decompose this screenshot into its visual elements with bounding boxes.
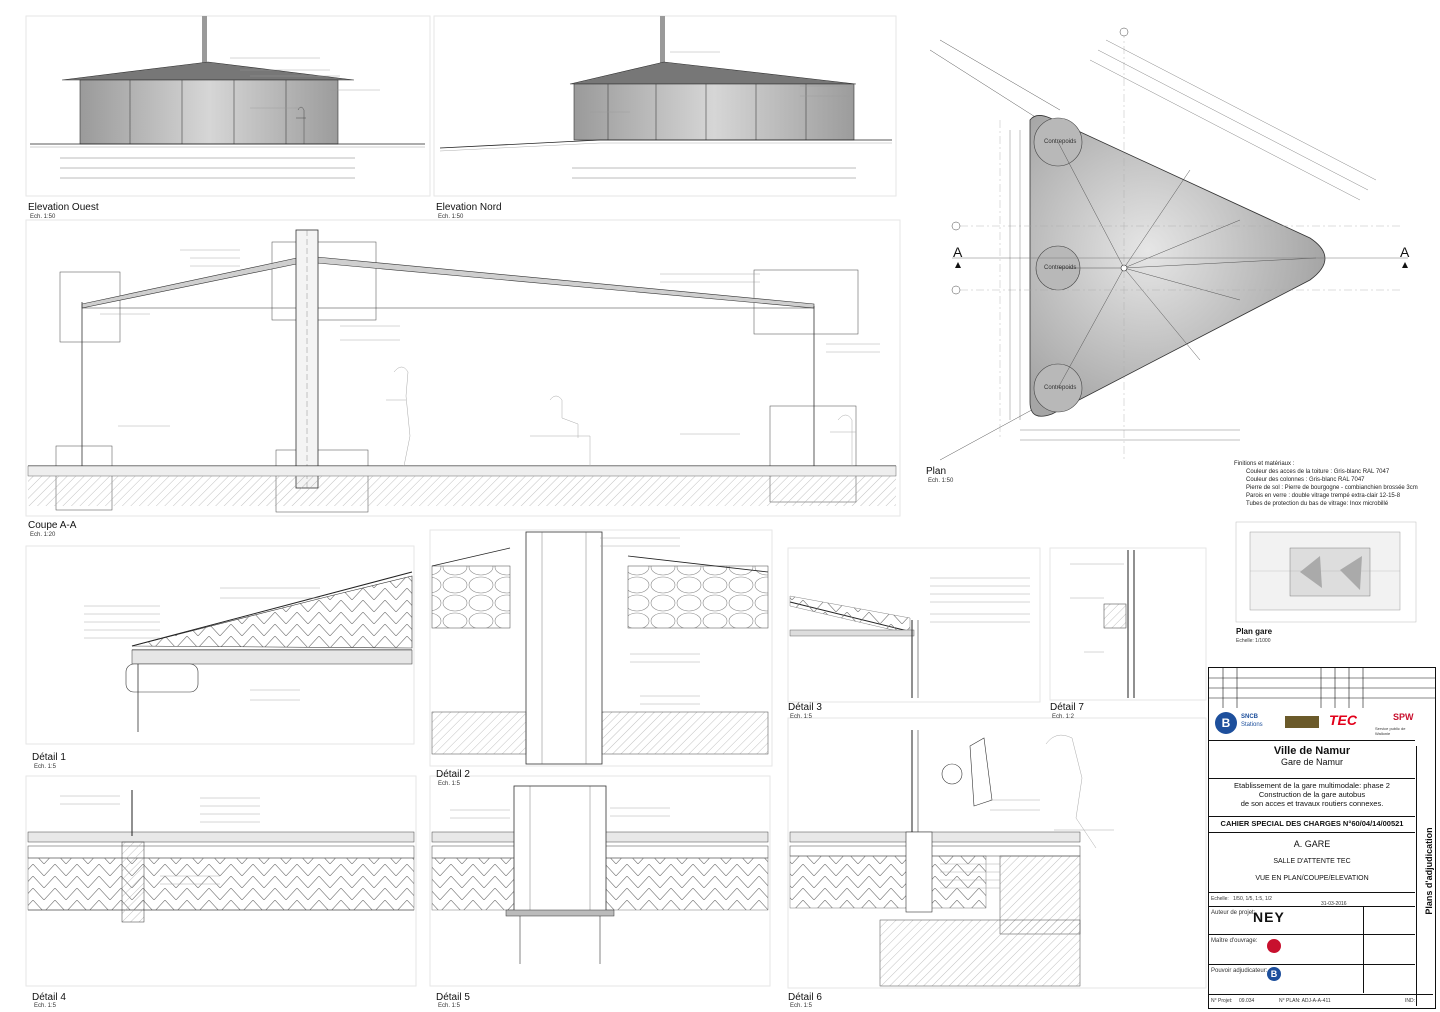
project-line: Construction de la gare autobus [1258,790,1366,799]
plan-title: Plan [926,466,947,477]
ney-logo: NEY [1253,909,1285,925]
detail-7-title: Détail 7 [1050,702,1084,713]
detail-5-title: Détail 5 [436,992,470,1003]
elevation-nord-drawing [433,15,897,197]
plan-gare-scale: Echelle: 1/1000 [1236,638,1271,644]
project-line: de son acces et travaux routiers connexe… [1240,799,1384,808]
materials-item: Tubes de protection du bas de vitrage: I… [1246,501,1389,507]
pouvoir-logo-icon: B [1267,967,1281,981]
detail-3-title: Détail 3 [788,702,822,713]
echelle-value: 1/50, 1/5, 1:5, 1/2 [1233,896,1272,902]
stations-label: Stations [1241,722,1263,728]
detail-6-title: Détail 6 [788,992,822,1003]
sncb-logo-icon: B [1215,712,1237,734]
materials-item: Parois en verre : double vitrage trempé … [1246,493,1401,499]
echelle-label: Echelle: [1211,896,1229,902]
projet-label: N° Projet: [1211,998,1233,1004]
detail-7-drawing [1049,547,1207,701]
materials-heading: Finitions et matériaux : [1234,461,1295,467]
detail-3-scale: Ech. 1:5 [790,714,813,720]
materials-item: Pierre de sol : Pierre de bourgogne - co… [1246,485,1418,491]
date-value: 31-03-2016 [1321,901,1347,907]
detail-4-scale: Ech. 1:5 [34,1003,57,1009]
detail-4-title: Détail 4 [32,992,66,1003]
materials-notes: Finitions et matériaux : Couleur des acc… [1234,460,1418,508]
spw-subtitle: Service public de Wallonie [1375,726,1406,736]
detail-3-drawing [787,547,1041,703]
detail-6-drawing [787,717,1207,989]
section-marker-left: A [953,244,963,260]
plan-gare-title: Plan gare [1236,627,1273,636]
coupe-aa-title: Coupe A-A [28,520,77,531]
room-name: SALLE D'ATTENTE TEC [1273,858,1351,865]
detail-7-scale: Ech. 1:2 [1052,714,1075,720]
detail-1-title: Détail 1 [32,752,66,763]
title-block: B SNCB Stations TEC SPW Service public d… [1208,667,1436,1009]
title-block-divider [1363,907,1364,993]
section-name: A. GARE [1209,832,1415,855]
contrepoids-label-2: Contrepoids [1044,265,1077,271]
plan-scale: Ech. 1:50 [928,478,954,484]
detail-5-scale: Ech. 1:5 [438,1003,461,1009]
plan-gare-drawing [1235,521,1417,623]
detail-2-scale: Ech. 1:5 [438,781,461,787]
contrepoids-label-3: Contrepoids [1044,385,1077,391]
detail-1-scale: Ech. 1:5 [34,764,57,770]
city-name: Ville de Namur [1273,745,1351,757]
project-line: Etablissement de la gare multimodale: ph… [1234,781,1390,790]
contrepoids-label-1: Contrepoids [1044,139,1077,145]
maitre-logo-icon [1267,939,1281,953]
side-label: Plans d'adjudication [1424,827,1434,915]
materials-item: Couleur des acces de la toiture : Gris-b… [1246,469,1390,475]
auteur-label: Auteur de projet: [1211,910,1256,916]
title-block-side-band: Plans d'adjudication [1416,746,1435,1006]
section-marker-right: A [1400,244,1410,260]
coupe-aa-scale: Ech. 1:20 [30,532,56,538]
title-block-grid [1209,668,1435,708]
elevation-nord-title: Elevation Nord [436,202,502,213]
detail-4-drawing [25,775,417,987]
elevation-ouest-scale: Ech. 1:50 [30,214,56,220]
plan-drawing [929,27,1408,461]
detail-1-drawing [25,545,415,745]
detail-2-drawing [429,529,773,767]
plan-number: N° PLAN: ADJ-A-A-411 [1279,998,1331,1004]
detail-5-drawing [429,775,771,987]
tec-logo: TEC [1329,712,1357,728]
cahier-des-charges: CAHIER SPECIAL DES CHARGES N°60/04/14/00… [1209,816,1415,831]
coupe-aa-drawing [25,219,901,517]
spw-logo: SPW [1393,712,1414,722]
srwt-logo-icon [1285,716,1319,728]
station-name: Gare de Namur [1280,757,1344,767]
projet-value: 09.034 [1239,998,1255,1004]
elevation-ouest-title: Elevation Ouest [28,202,99,213]
detail-2-title: Détail 2 [436,769,470,780]
sncb-label: SNCB [1241,714,1259,720]
maitre-label: Maître d'ouvrage: [1211,938,1258,944]
ind-label: IND: [1405,998,1415,1004]
pouvoir-label: Pouvoir adjudicateur: [1211,968,1268,974]
view-type: VUE EN PLAN/COUPE/ELEVATION [1255,875,1369,882]
elevation-nord-scale: Ech. 1:50 [438,214,464,220]
materials-item: Couleur des colonnes : Gris-blanc RAL 70… [1246,477,1365,483]
detail-6-scale: Ech. 1:5 [790,1003,813,1009]
elevation-ouest-drawing [25,15,431,197]
